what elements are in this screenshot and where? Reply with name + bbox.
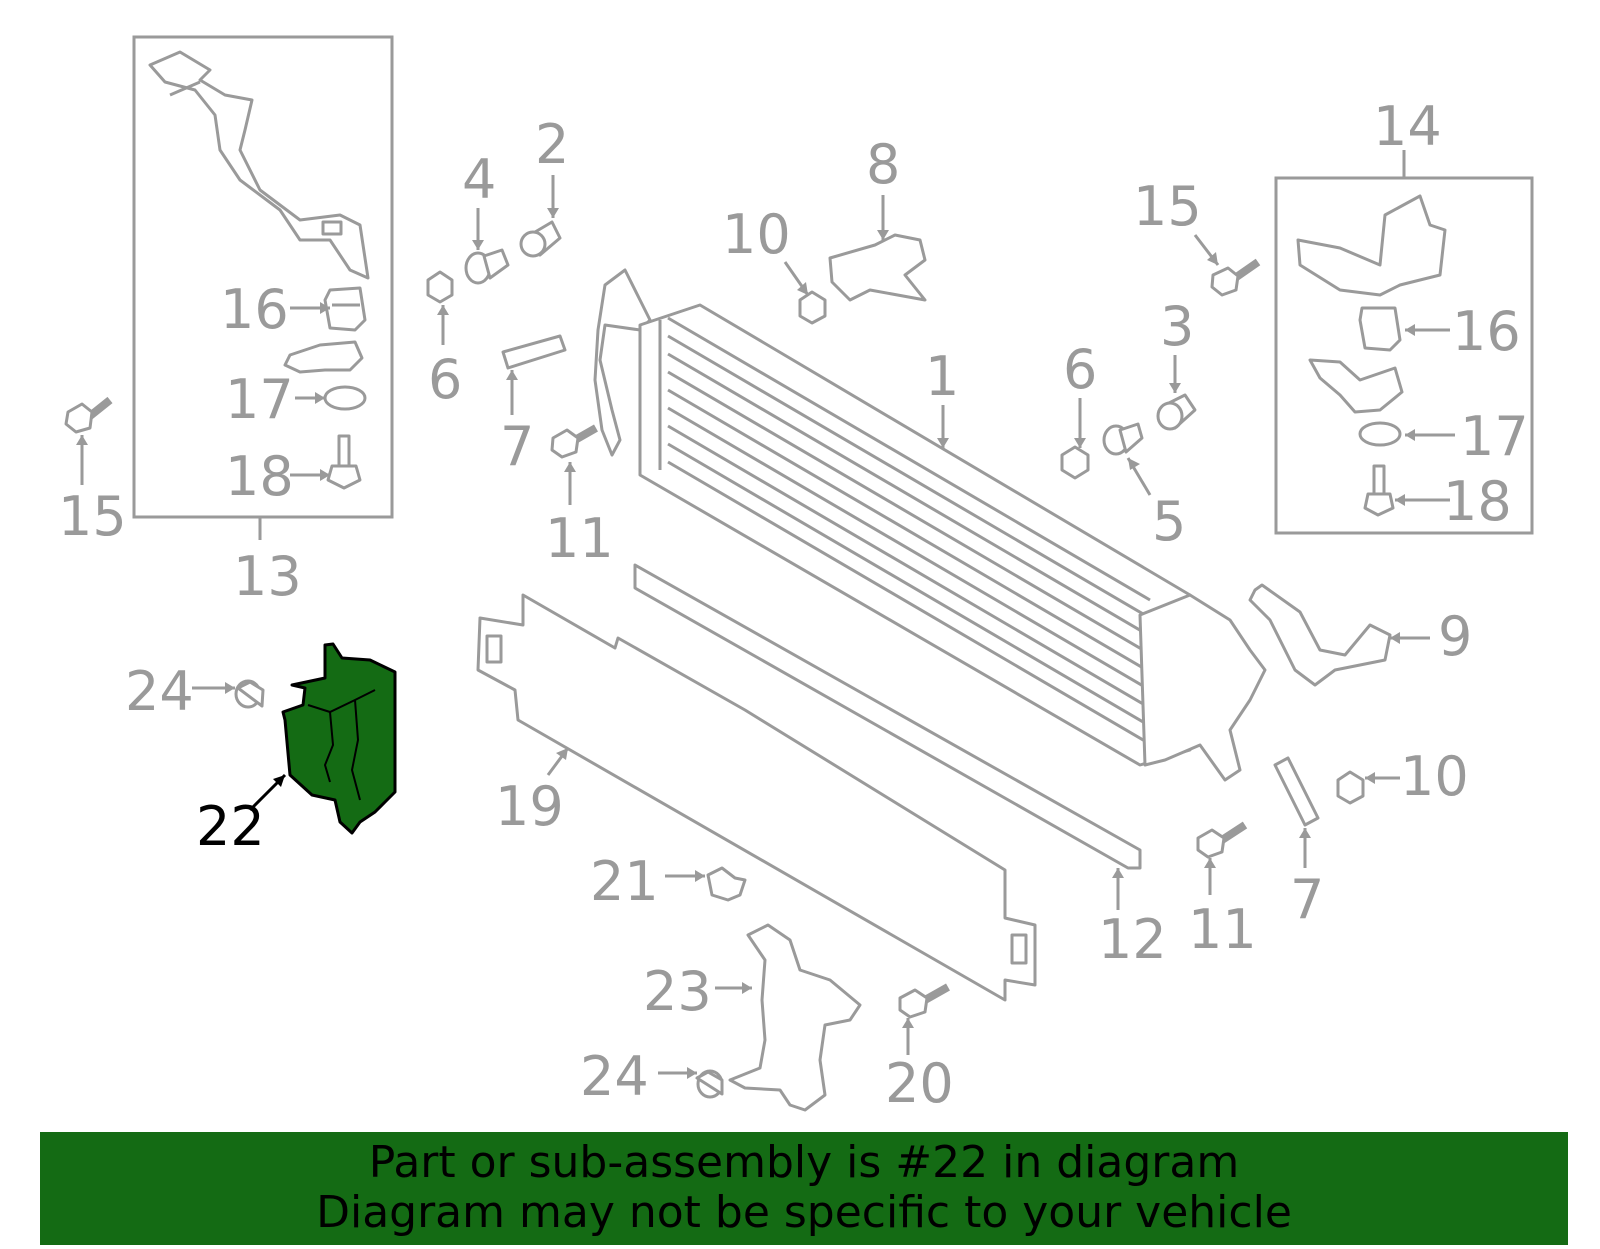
deflector-22-detail xyxy=(307,689,376,801)
seal-12 xyxy=(633,563,1142,870)
assembly-box-13 xyxy=(132,35,394,519)
callout-23: 23 xyxy=(643,960,712,1023)
washer-17-left xyxy=(323,385,367,411)
callout-5: 5 xyxy=(1152,490,1186,553)
info-banner: Part or sub-assembly is #22 in diagram D… xyxy=(40,1132,1568,1245)
callout-13: 13 xyxy=(233,545,302,608)
callout-4: 4 xyxy=(462,148,496,211)
bolt-15-right xyxy=(1210,258,1261,297)
callout-16-left: 16 xyxy=(220,278,289,341)
nut-10-upper xyxy=(798,290,827,325)
callout-24-lower: 24 xyxy=(580,1045,649,1108)
callout-6-right: 6 xyxy=(1063,338,1097,401)
panel-19-tab-left xyxy=(485,634,503,664)
nut-6-right xyxy=(1060,445,1090,480)
callout-9: 9 xyxy=(1438,605,1472,668)
callout-11-left: 11 xyxy=(545,507,614,570)
bolt-20 xyxy=(898,983,950,1019)
intercooler-1 xyxy=(593,268,1267,782)
callout-1: 1 xyxy=(925,345,959,408)
bracket-13-upper xyxy=(148,50,370,280)
clip-24-lower xyxy=(695,1069,724,1099)
callout-15-right: 15 xyxy=(1133,175,1202,238)
bracket-23 xyxy=(728,923,862,1112)
bolt-18-left xyxy=(326,434,362,490)
callout-6-left: 6 xyxy=(428,348,462,411)
bolt-15-left xyxy=(64,396,113,434)
callout-2: 2 xyxy=(535,113,569,176)
panel-19-tab-right xyxy=(1010,933,1028,965)
callout-12: 12 xyxy=(1098,908,1167,971)
callout-18-left: 18 xyxy=(225,445,294,508)
bracket-14-upper xyxy=(1296,194,1447,297)
callout-16-right: 16 xyxy=(1452,300,1521,363)
pin-7-left xyxy=(501,334,567,370)
callout-10-upper: 10 xyxy=(722,203,791,266)
pin-7-right xyxy=(1273,756,1320,827)
callout-17-left: 17 xyxy=(225,368,294,431)
nut-10-lower xyxy=(1336,770,1365,805)
callout-19: 19 xyxy=(495,775,564,838)
bracket-8 xyxy=(828,233,927,302)
grommet-5 xyxy=(1102,422,1144,456)
callout-22: 22 xyxy=(196,795,265,858)
deflector-22-highlighted xyxy=(281,642,397,835)
washer-17-right xyxy=(1358,421,1402,447)
banner-line-2: Diagram may not be specific to your vehi… xyxy=(316,1187,1292,1238)
mount-16-left xyxy=(323,286,367,332)
callout-7-right: 7 xyxy=(1290,868,1324,931)
leader-lines xyxy=(76,175,1455,1079)
bracket-17-right xyxy=(1308,358,1404,414)
callout-17-right: 17 xyxy=(1460,405,1529,468)
callout-14: 14 xyxy=(1373,95,1442,158)
callout-24-upper: 24 xyxy=(125,660,194,723)
clip-21 xyxy=(706,866,747,902)
bolt-11-left xyxy=(550,424,598,459)
banner-line-1: Part or sub-assembly is #22 in diagram xyxy=(368,1137,1240,1188)
bushing-3 xyxy=(1156,393,1197,431)
callout-7-left: 7 xyxy=(500,415,534,478)
bracket-17-left xyxy=(283,340,364,374)
callout-11-right: 11 xyxy=(1188,898,1257,961)
nut-6-left xyxy=(426,270,454,304)
panel-19 xyxy=(476,593,1037,1002)
callout-18-right: 18 xyxy=(1443,470,1512,533)
callout-8: 8 xyxy=(866,133,900,196)
mount-16-right xyxy=(1358,306,1402,352)
bracket-9 xyxy=(1248,583,1392,687)
callout-21: 21 xyxy=(590,850,659,913)
bolt-18-right xyxy=(1363,464,1395,517)
bolt-11-right xyxy=(1196,821,1248,859)
bushing-2 xyxy=(519,220,562,258)
clip-24-upper xyxy=(234,679,265,709)
callout-15-left: 15 xyxy=(58,485,127,548)
callout-20: 20 xyxy=(885,1052,954,1115)
callout-3: 3 xyxy=(1160,295,1194,358)
grommet-4 xyxy=(464,248,510,285)
callout-10-lower: 10 xyxy=(1400,745,1469,808)
